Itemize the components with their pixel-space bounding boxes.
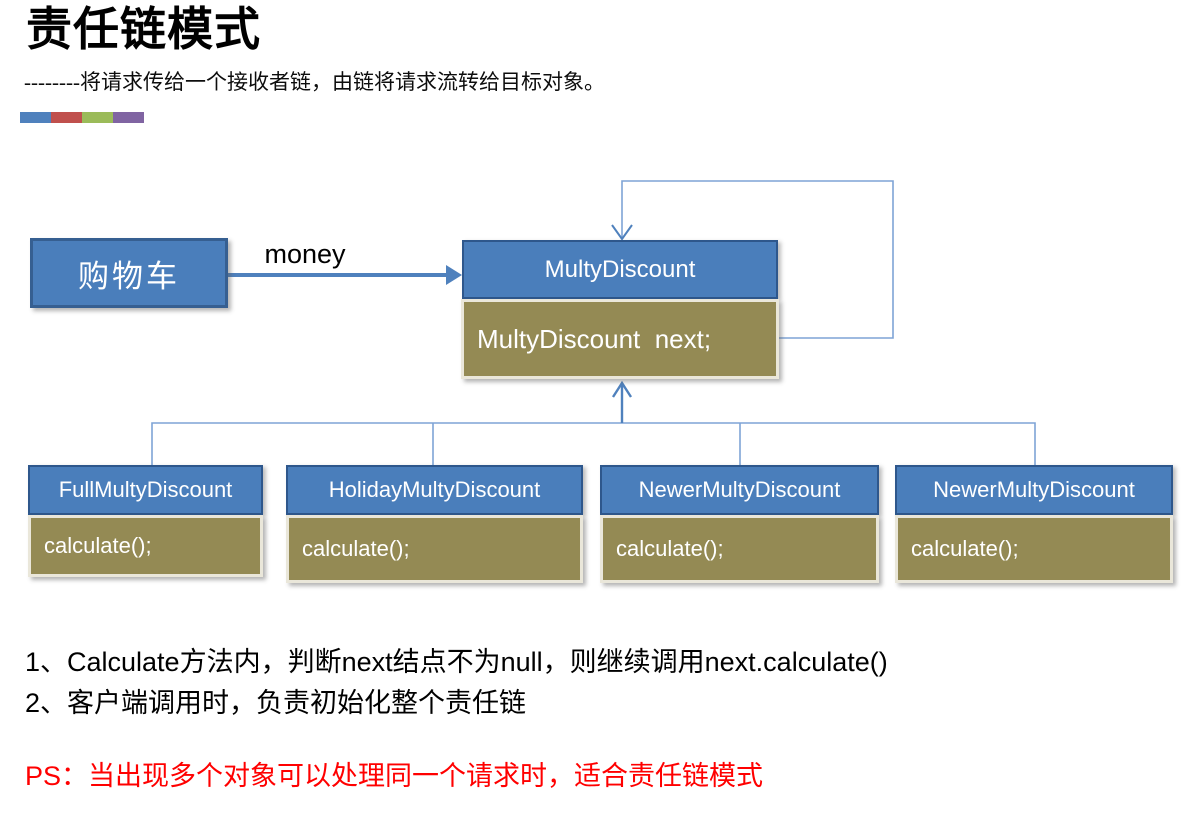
parent-class-field: MultyDiscount next;	[461, 299, 779, 379]
child-class-1-header: FullMultyDiscount	[28, 465, 263, 515]
child-class-3-method: calculate();	[616, 536, 724, 561]
child-class-4-method: calculate();	[911, 536, 1019, 561]
child-class-4: NewerMultyDiscount calculate();	[895, 465, 1173, 583]
tree-up-arrowhead-icon	[611, 380, 633, 398]
ps-note: PS：当出现多个对象可以处理同一个请求时，适合责任链模式	[25, 761, 764, 791]
self-loop-line	[621, 180, 894, 339]
accent-bar-purple	[113, 112, 144, 123]
child-class-4-name: NewerMultyDiscount	[933, 477, 1135, 502]
page-subtitle: --------将请求传给一个接收者链，由链将请求流转给目标对象。	[24, 70, 605, 94]
parent-class-header: MultyDiscount	[462, 240, 778, 299]
accent-bar-blue	[20, 112, 51, 123]
child-class-1-field: calculate();	[28, 515, 263, 577]
child-class-3-field: calculate();	[600, 515, 879, 583]
accent-bars	[20, 112, 144, 123]
note-line-2: 2、客户端调用时，负责初始化整个责任链	[25, 688, 527, 718]
child-class-1: FullMultyDiscount calculate();	[28, 465, 263, 577]
accent-bar-red	[51, 112, 82, 123]
note-line-1: 1、Calculate方法内，判断next结点不为null，则继续调用next.…	[25, 647, 888, 677]
client-box-label: 购物车	[78, 258, 180, 294]
child-class-2-header: HolidayMultyDiscount	[286, 465, 583, 515]
parent-field-text: MultyDiscount next;	[477, 323, 712, 354]
child-class-3: NewerMultyDiscount calculate();	[600, 465, 879, 583]
child-class-1-method: calculate();	[44, 533, 152, 558]
tree-connector-outer	[151, 422, 1036, 465]
child-class-3-name: NewerMultyDiscount	[638, 477, 841, 502]
child-class-2-name: HolidayMultyDiscount	[328, 477, 541, 502]
money-arrow-label: money	[264, 239, 346, 269]
child-class-2-field: calculate();	[286, 515, 583, 583]
accent-bar-green	[82, 112, 113, 123]
child-class-1-name: FullMultyDiscount	[58, 477, 233, 502]
child-class-4-field: calculate();	[895, 515, 1173, 583]
child-class-3-header: NewerMultyDiscount	[600, 465, 879, 515]
money-arrowhead-icon	[446, 265, 462, 285]
client-box: 购物车	[30, 238, 228, 308]
child-class-4-header: NewerMultyDiscount	[895, 465, 1173, 515]
child-class-2: HolidayMultyDiscount calculate();	[286, 465, 583, 583]
parent-class-name: MultyDiscount	[544, 255, 696, 283]
child-class-2-method: calculate();	[302, 536, 410, 561]
self-loop-arrowhead-icon	[611, 224, 633, 241]
page-title: 责任链模式	[26, 4, 261, 55]
